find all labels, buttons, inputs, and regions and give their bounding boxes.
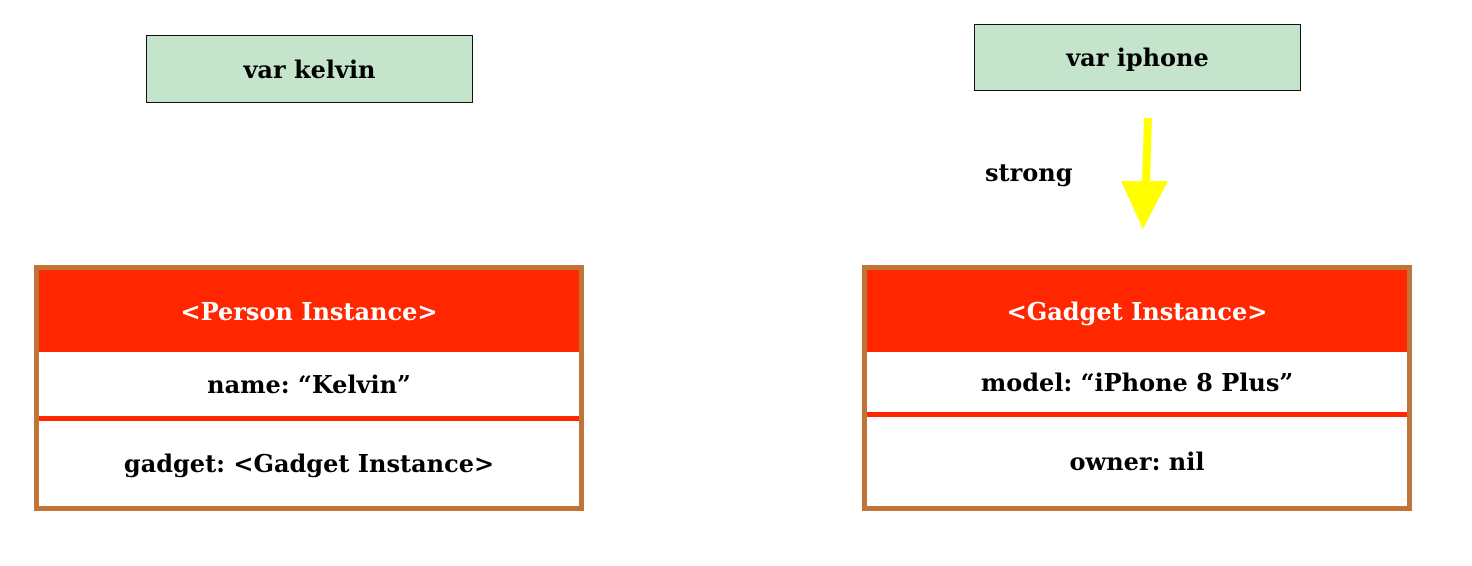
gadget-owner-field: owner: nil (1069, 447, 1205, 476)
person-name-field: name: “Kelvin” (207, 369, 411, 399)
var-kelvin-label: var kelvin (243, 54, 376, 84)
divider (39, 416, 579, 421)
var-iphone-label: var iphone (1066, 43, 1209, 72)
divider (867, 412, 1407, 417)
gadget-instance-header: <Gadget Instance> (867, 270, 1407, 352)
strong-label: strong (985, 158, 1073, 187)
gadget-model-field: model: “iPhone 8 Plus” (980, 367, 1294, 397)
var-iphone-box: var iphone (974, 24, 1301, 91)
var-kelvin-box: var kelvin (146, 35, 473, 103)
person-instance-box: <Person Instance> name: “Kelvin” gadget:… (34, 265, 584, 511)
person-instance-header: <Person Instance> (39, 270, 579, 352)
gadget-instance-box: <Gadget Instance> model: “iPhone 8 Plus”… (862, 265, 1412, 511)
person-gadget-field: gadget: <Gadget Instance> (123, 449, 495, 478)
